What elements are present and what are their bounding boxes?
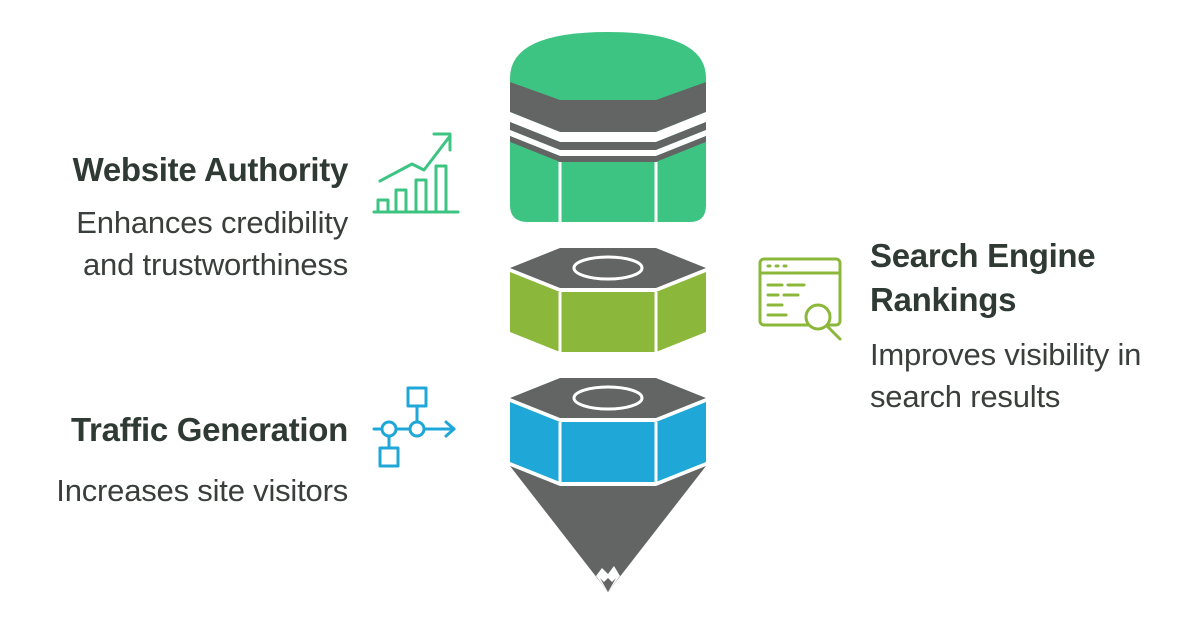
traffic-label-block: Traffic Generation Increases site visito… xyxy=(0,410,348,512)
authority-desc-line2: and trustworthiness xyxy=(83,247,348,282)
search-results-icon xyxy=(758,257,842,341)
traffic-desc-line1: Increases site visitors xyxy=(56,473,348,508)
flow-diagram-icon xyxy=(372,386,456,468)
middle-layer-nut xyxy=(510,248,706,352)
growth-chart-icon xyxy=(372,132,460,214)
authority-desc-line1: Enhances credibility xyxy=(76,205,348,240)
top-layer-cylinder xyxy=(510,32,706,222)
rankings-title-line2: Rankings xyxy=(870,281,1017,318)
traffic-title: Traffic Generation xyxy=(70,411,348,448)
authority-label-block: Website Authority Enhances credibility a… xyxy=(0,150,349,286)
rankings-title-line1: Search Engine xyxy=(870,237,1096,274)
rankings-desc-line1: Improves visibility in xyxy=(870,337,1142,372)
authority-title: Website Authority xyxy=(72,151,349,188)
pencil-tip xyxy=(510,466,706,592)
rankings-label-block: Search Engine Rankings Improves visibili… xyxy=(870,236,1200,418)
bottom-layer-nut xyxy=(510,378,706,482)
rankings-desc-line2: search results xyxy=(870,379,1061,414)
